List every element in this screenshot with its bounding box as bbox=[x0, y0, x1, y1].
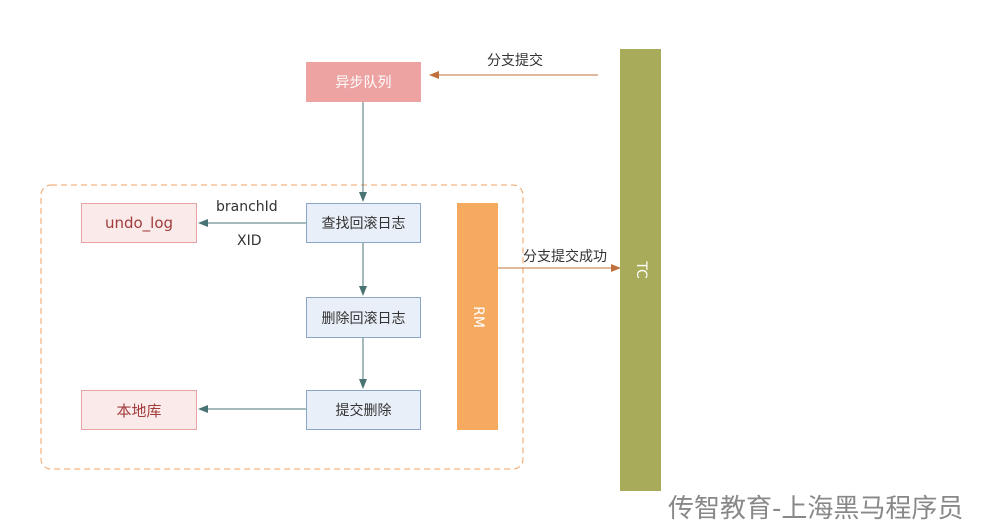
undo-log-store: undo_log bbox=[81, 203, 197, 243]
xid-label: XID bbox=[237, 233, 262, 249]
rm-label: RM bbox=[469, 305, 486, 328]
tc-label: TC bbox=[632, 261, 649, 279]
async-queue-node: 异步队列 bbox=[306, 62, 421, 102]
async-queue-label: 异步队列 bbox=[335, 75, 392, 91]
branch-id-label: branchId bbox=[216, 199, 278, 215]
tc-bar: TC bbox=[620, 49, 661, 491]
local-db-store-label: 本地库 bbox=[116, 401, 162, 420]
rm-boundary bbox=[40, 184, 524, 470]
delete-undo-log-node: 删除回滚日志 bbox=[306, 297, 421, 338]
branch-commit-label: 分支提交 bbox=[487, 53, 543, 69]
commit-delete-node: 提交删除 bbox=[306, 390, 421, 430]
undo-log-store-label: undo_log bbox=[104, 214, 174, 232]
watermark-text: 传智教育-上海黑马程序员 bbox=[668, 494, 964, 524]
local-db-store: 本地库 bbox=[81, 390, 197, 430]
branch-commit-success-label: 分支提交成功 bbox=[523, 249, 607, 265]
find-undo-log-label: 查找回滚日志 bbox=[321, 216, 406, 232]
rm-bar: RM bbox=[457, 203, 498, 430]
find-undo-log-node: 查找回滚日志 bbox=[306, 203, 421, 243]
commit-delete-label: 提交删除 bbox=[335, 403, 392, 419]
delete-undo-log-label: 删除回滚日志 bbox=[321, 310, 406, 327]
